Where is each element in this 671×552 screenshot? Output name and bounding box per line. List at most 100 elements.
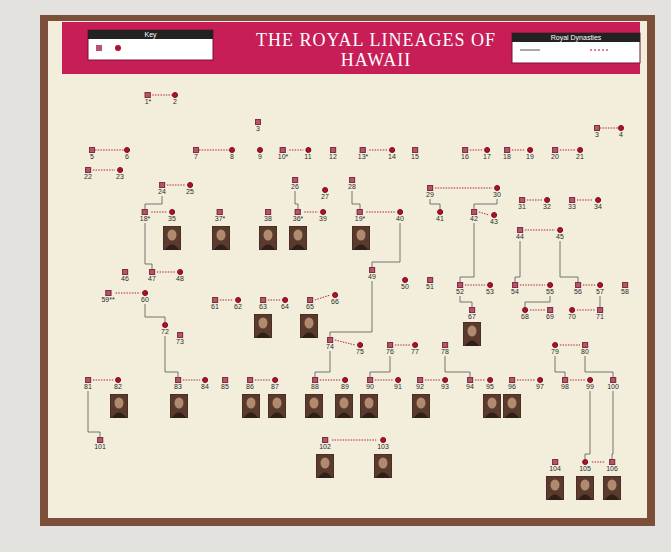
female-circle: [537, 377, 543, 383]
marriage-line: [268, 300, 280, 301]
descent-line: [145, 304, 165, 322]
person-number: 8: [229, 153, 235, 161]
male-square: [562, 377, 568, 383]
person-marker: 18*: [139, 209, 152, 223]
person-marker: 44: [515, 227, 525, 241]
person-number: 87: [270, 383, 280, 391]
descent-line: [525, 296, 550, 307]
person-number: 81: [83, 383, 93, 391]
marriage-line: [395, 345, 410, 346]
descent-line: [295, 191, 298, 209]
marriage-line: [157, 272, 175, 273]
person-marker: 62: [233, 297, 243, 311]
marriage-line: [315, 295, 330, 300]
dynasty-band: [512, 33, 640, 42]
portrait: [242, 394, 260, 418]
male-square: [222, 377, 228, 383]
person-marker: 26: [290, 177, 300, 191]
person-marker: 58: [620, 282, 630, 296]
poster-title: THE ROYAL LINEAGES OF HAWAII: [226, 30, 526, 70]
person-marker: 19: [525, 147, 535, 161]
person-marker: 92: [415, 377, 425, 391]
male-square: [575, 282, 581, 288]
person-number: 28: [347, 183, 357, 191]
male-square: [369, 267, 375, 273]
person-number: 41: [435, 215, 445, 223]
male-square: [312, 377, 318, 383]
person-marker: 13*: [357, 147, 370, 161]
marriage-line: [116, 293, 140, 294]
person-number: 19: [525, 153, 535, 161]
female-circle: [202, 377, 208, 383]
descent-line: [370, 356, 390, 377]
person-number: 72: [160, 328, 170, 336]
person-number: 92: [415, 383, 425, 391]
key-square: [96, 45, 102, 51]
male-square: [462, 147, 468, 153]
person-marker: 91: [393, 377, 403, 391]
male-square: [512, 282, 518, 288]
person-marker: 6: [124, 147, 130, 161]
person-number: 77: [410, 348, 420, 356]
person-marker: 51: [425, 277, 435, 291]
descent-line: [330, 281, 372, 337]
person-marker: 75: [355, 342, 365, 356]
female-circle: [491, 212, 497, 218]
person-marker: 1*: [144, 92, 153, 106]
person-marker: 48: [175, 269, 185, 283]
person-marker: 28: [347, 177, 357, 191]
female-circle: [587, 377, 593, 383]
female-circle: [582, 459, 588, 465]
person-marker: 88: [310, 377, 320, 391]
person-number: 105: [578, 465, 592, 473]
person-number: 45: [555, 233, 565, 241]
male-square: [247, 377, 253, 383]
marriage-line: [255, 380, 270, 381]
person-number: 38: [263, 215, 273, 223]
marriage-line: [517, 380, 535, 381]
male-square: [149, 269, 155, 275]
person-marker: 35: [167, 209, 177, 223]
person-number: 69: [545, 313, 555, 321]
person-marker: 98: [560, 377, 570, 391]
person-number: 22: [83, 173, 93, 181]
marriage-line: [93, 380, 113, 381]
box-heading: Key: [88, 30, 213, 39]
marriage-line: [199, 150, 229, 151]
marriage-line: [570, 380, 585, 381]
male-square: [85, 167, 91, 173]
person-marker: 37*: [214, 209, 227, 223]
portrait: [412, 394, 430, 418]
descent-line: [445, 356, 470, 377]
person-marker: 15: [410, 147, 420, 161]
descent-line: [145, 223, 152, 269]
portrait: [305, 394, 323, 418]
descent-line: [555, 356, 565, 377]
person-marker: 73: [175, 332, 185, 346]
female-circle: [332, 292, 338, 298]
descent-line: [560, 241, 578, 282]
person-number: 60: [140, 296, 150, 304]
person-number: 58: [620, 288, 630, 296]
person-marker: 41: [435, 209, 445, 223]
person-number: 90: [365, 383, 375, 391]
key-box: [88, 30, 213, 60]
person-marker: 63: [258, 297, 268, 311]
person-number: 39: [318, 215, 328, 223]
marriage-line: [375, 380, 393, 381]
portrait: [163, 226, 181, 250]
female-circle: [402, 277, 408, 283]
marriage-line: [577, 200, 593, 201]
marriage-line: [527, 200, 542, 201]
marriage-line: [289, 150, 303, 151]
person-number: 55: [545, 288, 555, 296]
person-number: 103: [376, 443, 390, 451]
person-number: 19*: [354, 215, 367, 223]
male-square: [509, 377, 515, 383]
person-number: 95: [485, 383, 495, 391]
female-circle: [494, 185, 500, 191]
person-number: 48: [175, 275, 185, 283]
person-number: 31: [517, 203, 527, 211]
